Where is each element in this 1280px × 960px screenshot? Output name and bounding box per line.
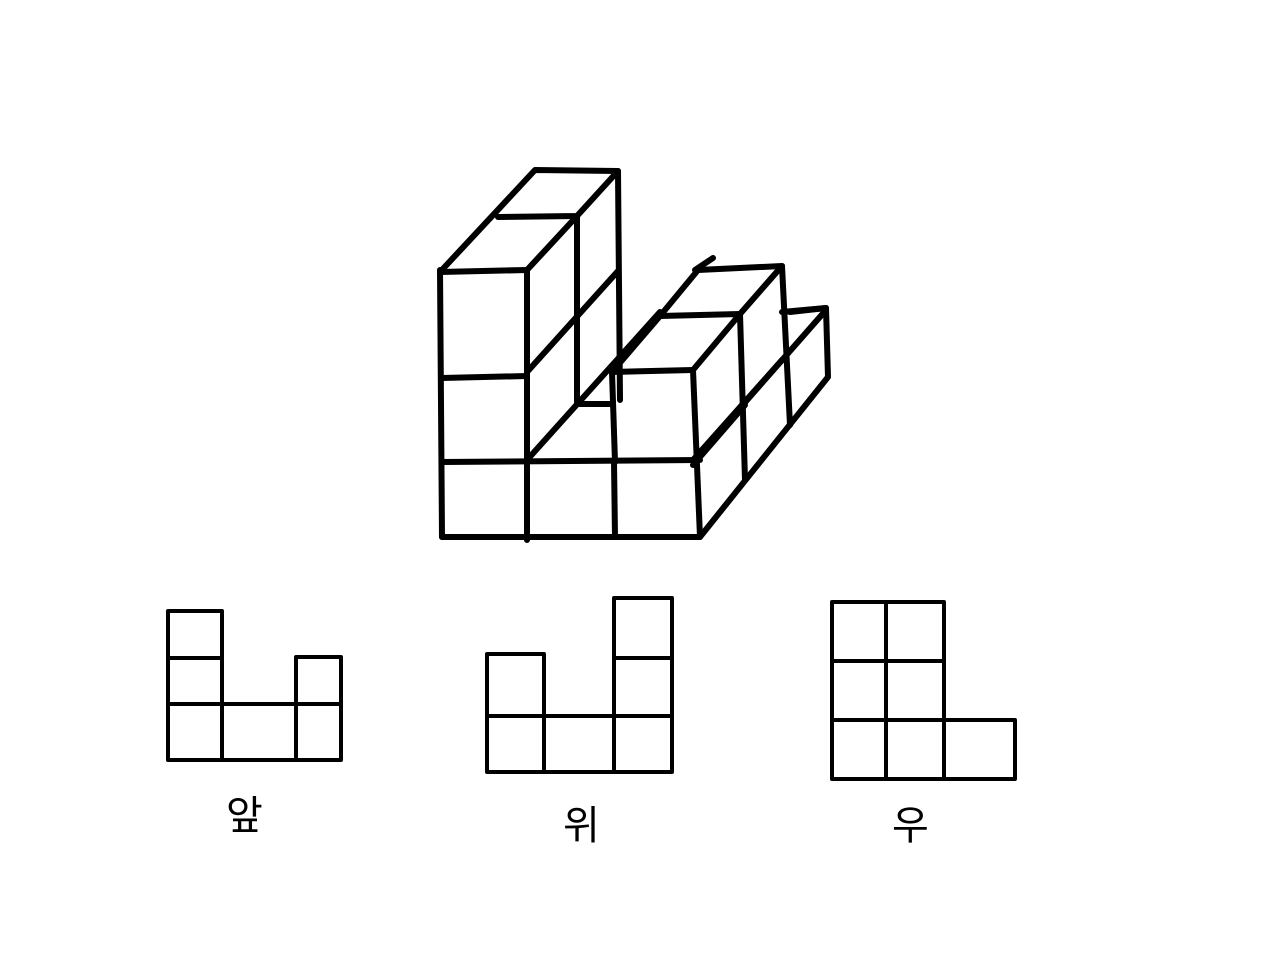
middle-block-left-edge	[609, 369, 618, 465]
top-view-cell	[612, 596, 674, 660]
right-view-label: 우	[892, 803, 929, 849]
right-step-diag	[737, 307, 829, 411]
top-view-label: 위	[563, 803, 600, 849]
front-view-cell	[294, 702, 343, 762]
isometric-cube-structure	[437, 167, 831, 543]
front-view-label: 앞	[226, 793, 263, 839]
bottom-row-top-edge	[439, 457, 703, 465]
front-view-cell	[166, 702, 224, 762]
tall-column-left-edge	[437, 267, 445, 540]
middle-block-front	[609, 367, 696, 375]
tall-column-side-top	[524, 213, 580, 273]
middle-block-top	[609, 311, 743, 375]
right-view-cell	[830, 659, 888, 722]
top-view-cell	[612, 714, 674, 774]
tall-column-divider-1	[439, 373, 530, 381]
top-view-cell	[485, 714, 546, 774]
right-view-cell	[942, 718, 1017, 781]
tall-column-top	[437, 167, 621, 275]
middle-block-top-back	[657, 267, 701, 319]
middle-back-cube	[695, 263, 785, 317]
tall-column-side-diag-2	[524, 309, 663, 463]
middle-block-side-diag-2	[690, 402, 748, 468]
right-view-grid	[830, 600, 1017, 781]
right-step-top-link	[779, 305, 829, 315]
front-view-cell	[166, 609, 224, 660]
front-view-grid	[166, 609, 343, 762]
tall-column-front-face	[437, 267, 530, 543]
right-view-cell	[884, 659, 946, 722]
top-view-cell	[485, 652, 546, 718]
front-view-cell	[294, 655, 343, 706]
right-view-cell	[884, 718, 946, 781]
top-view-grid	[485, 596, 674, 774]
top-view-cell	[612, 656, 674, 718]
tall-column-side-diag-1	[524, 268, 621, 375]
front-view-cell	[220, 702, 298, 762]
right-view-cell	[830, 600, 888, 663]
middle-back-right-edge	[779, 263, 793, 428]
middle-block-side-edge	[737, 311, 748, 483]
top-view-cell	[542, 714, 616, 774]
right-view-cell	[884, 600, 946, 663]
right-view-cell	[830, 718, 888, 781]
front-view-cell	[166, 656, 224, 706]
bottom-row-divider-1	[611, 459, 618, 540]
